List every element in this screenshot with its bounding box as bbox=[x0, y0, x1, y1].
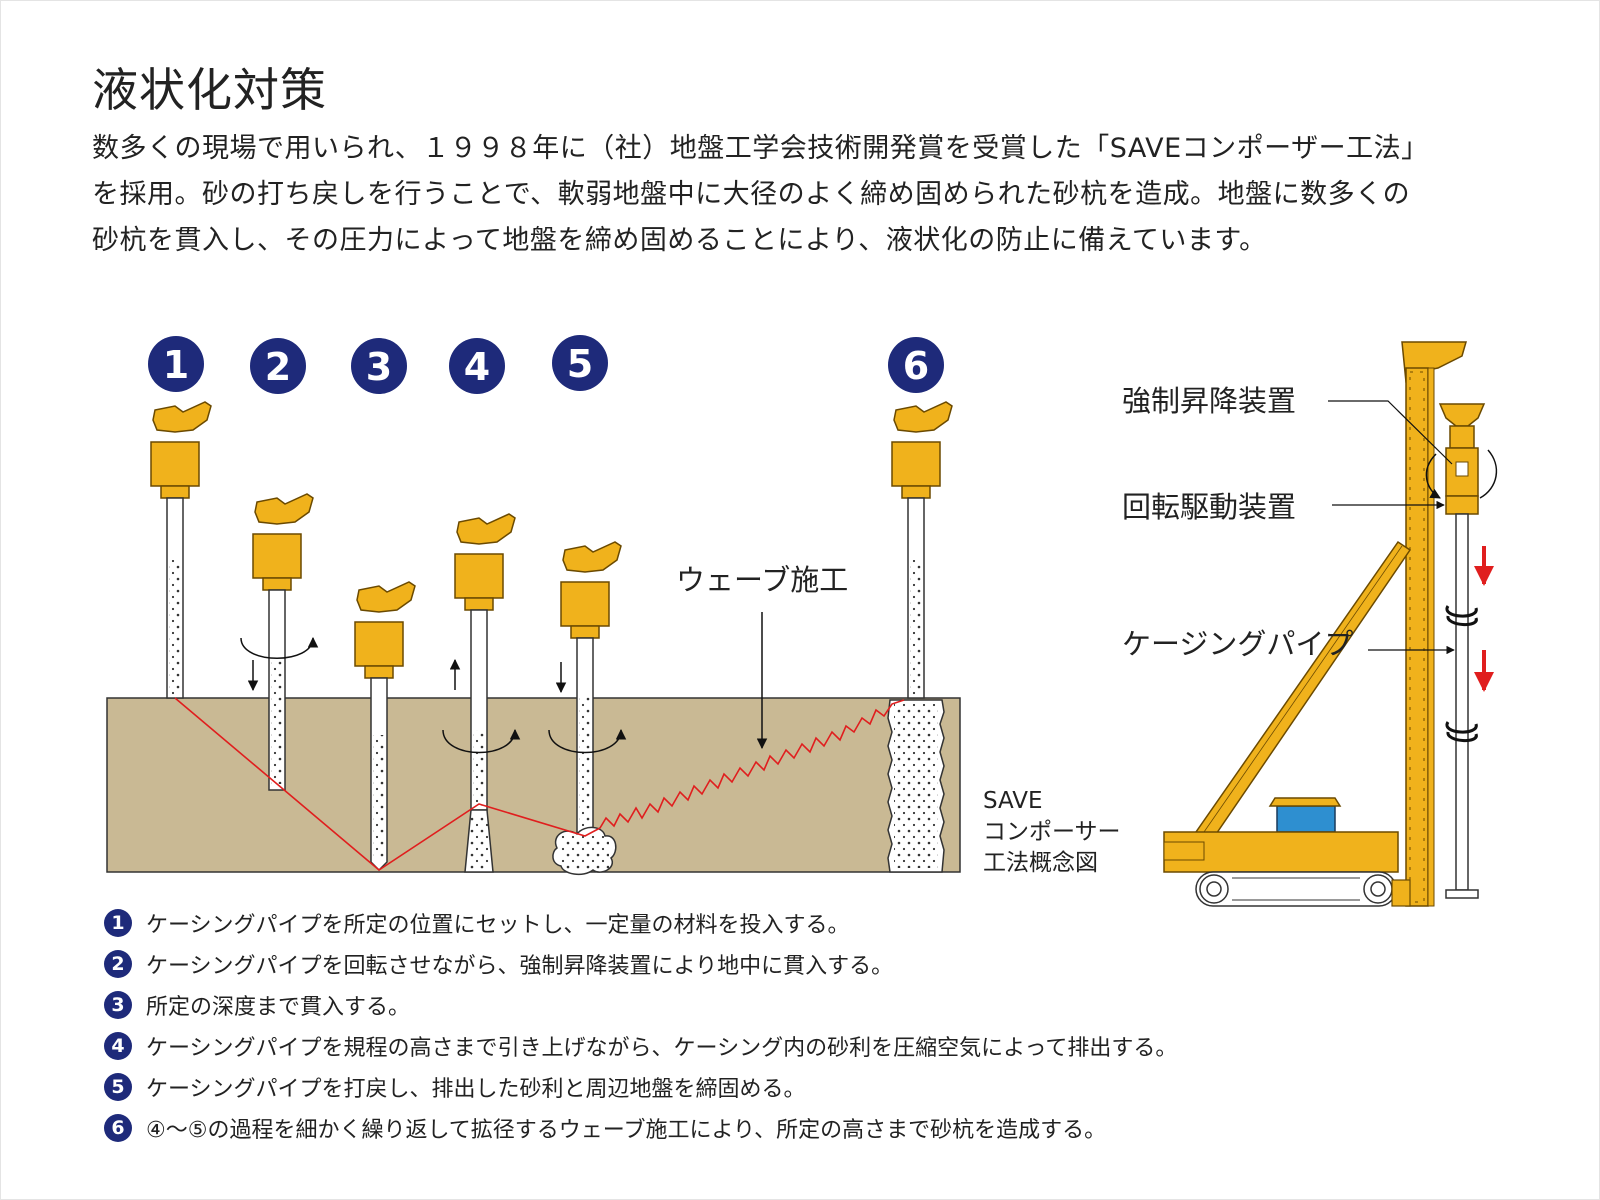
stage-number-2: 2 bbox=[250, 338, 306, 394]
stage-5-casing bbox=[548, 541, 627, 876]
diagram-caption-line-2: コンポーサー bbox=[983, 819, 1121, 845]
stage-number-5: 5 bbox=[552, 335, 608, 391]
page-title: 液状化対策 bbox=[92, 63, 327, 117]
stage-number-4: 4 bbox=[449, 338, 505, 394]
procedure-step-1: 1 ケーシングパイプを所定の位置にセットし、一定量の材料を投入する。 bbox=[104, 902, 1177, 943]
procedure-step-2: 2 ケーシングパイプを回転させながら、強制昇降装置により地中に貫入する。 bbox=[104, 943, 1177, 984]
procedure-step-5: 5 ケーシングパイプを打戻し、排出した砂利と周辺地盤を締固める。 bbox=[104, 1066, 1177, 1107]
rotation-arrow bbox=[240, 636, 319, 659]
step-text: 所定の深度まで貫入する。 bbox=[146, 994, 411, 1020]
leader-mast bbox=[1405, 367, 1429, 907]
svg-text:5: 5 bbox=[567, 342, 593, 386]
step-number-badge: 6 bbox=[104, 1113, 132, 1142]
boom bbox=[1194, 540, 1412, 841]
svg-text:2: 2 bbox=[265, 345, 291, 389]
svg-text:3: 3 bbox=[366, 345, 392, 389]
stage-3-casing bbox=[354, 581, 416, 872]
construction-path-line bbox=[174, 697, 905, 871]
step-text: ケーシングパイプを回転させながら、強制昇降装置により地中に貫入する。 bbox=[146, 953, 894, 979]
stage-number-1: 1 bbox=[148, 336, 204, 392]
rotation-arrow bbox=[548, 728, 627, 754]
step-text: ケーシングパイプを規程の高さまで引き上げながら、ケーシング内の砂利を圧縮空気によ… bbox=[146, 1035, 1178, 1061]
wave-label: ウェーブ施工 bbox=[676, 563, 848, 597]
diagram-caption-line-3: 工法概念図 bbox=[983, 850, 1098, 876]
step-number-badge: 5 bbox=[104, 1072, 132, 1101]
label-forced-lifting-device: 強制昇降装置 bbox=[1122, 384, 1296, 418]
step-number-badge: 1 bbox=[104, 908, 132, 937]
diagram-caption-line-1: SAVE bbox=[983, 788, 1043, 814]
step-number-badge: 3 bbox=[104, 990, 132, 1019]
svg-text:6: 6 bbox=[903, 344, 929, 388]
step-number-badge: 4 bbox=[104, 1031, 132, 1060]
procedure-step-4: 4 ケーシングパイプを規程の高さまで引き上げながら、ケーシング内の砂利を圧縮空気に… bbox=[104, 1025, 1177, 1066]
label-rotary-drive-device: 回転駆動装置 bbox=[1122, 490, 1296, 524]
step-number-badge: 2 bbox=[104, 949, 132, 978]
svg-text:1: 1 bbox=[163, 343, 189, 387]
procedure-step-6: 6 ④〜⑤の過程を細かく繰り返して拡径するウェーブ施工により、所定の高さまで砂杭を… bbox=[104, 1107, 1177, 1148]
step-text: ④〜⑤の過程を細かく繰り返して拡径するウェーブ施工により、所定の高さまで砂杭を造… bbox=[146, 1117, 1107, 1143]
stage-number-3: 3 bbox=[351, 338, 407, 394]
stage-6-casing bbox=[887, 401, 953, 873]
intro-paragraph: 数多くの現場で用いられ、１９９８年に（社）地盤工学会技術開発賞を受賞した「SAV… bbox=[92, 133, 1429, 256]
drive-unit-top bbox=[1438, 403, 1486, 427]
stage-2-casing bbox=[240, 493, 319, 791]
stage-4-casing bbox=[442, 513, 521, 873]
procedure-step-3: 3 所定の深度まで貫入する。 bbox=[104, 984, 1177, 1025]
stage-number-6: 6 bbox=[888, 337, 944, 393]
casing-pipe bbox=[1455, 513, 1469, 891]
stage-1-casing bbox=[150, 401, 212, 699]
rotary-drive-device bbox=[1445, 495, 1479, 515]
label-casing-pipe: ケージングパイプ bbox=[1122, 627, 1353, 661]
drive-head bbox=[150, 401, 212, 499]
svg-text:4: 4 bbox=[464, 345, 490, 389]
procedure-steps: 1 ケーシングパイプを所定の位置にセットし、一定量の材料を投入する。 2 ケーシング… bbox=[104, 902, 1177, 1148]
cab bbox=[1276, 805, 1336, 833]
rotation-arrow bbox=[442, 728, 521, 754]
composer-machine bbox=[1163, 341, 1498, 907]
step-text: ケーシングパイプを打戻し、排出した砂利と周辺地盤を締固める。 bbox=[146, 1076, 806, 1102]
step-text: ケーシングパイプを所定の位置にセットし、一定量の材料を投入する。 bbox=[146, 912, 850, 938]
ground-layer bbox=[106, 697, 961, 873]
